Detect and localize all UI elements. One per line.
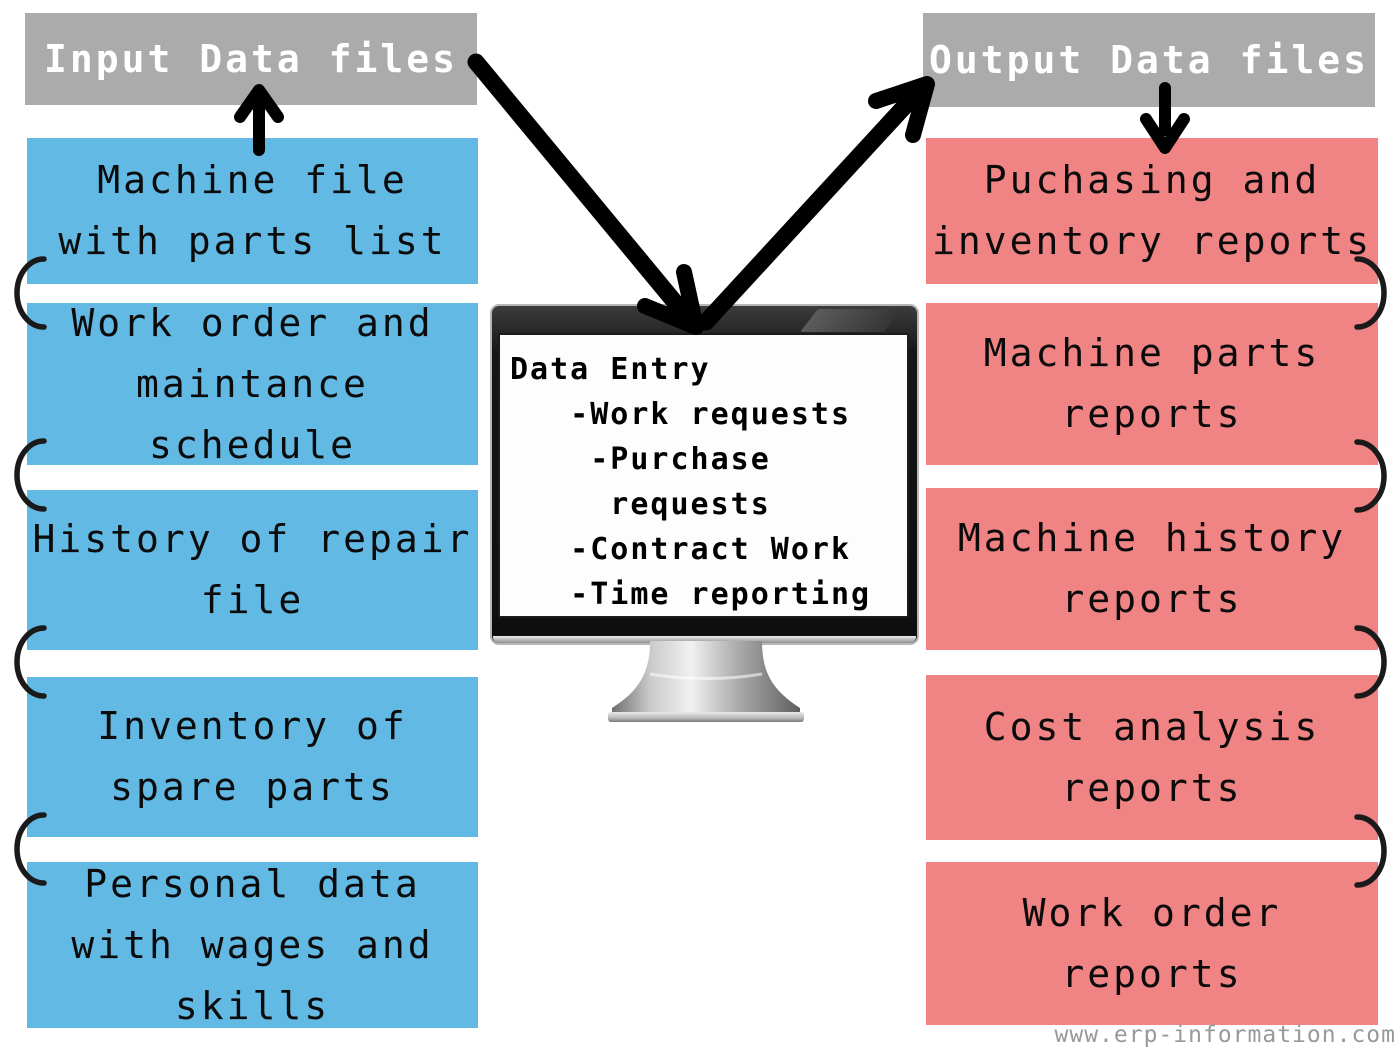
input-data-files-header: Input Data files — [25, 13, 477, 105]
output-box-work-order-reports: Work order reports — [926, 862, 1378, 1025]
left-connector-arc — [14, 256, 47, 330]
output-data-files-header: Output Data files — [923, 13, 1375, 107]
right-connector-arc — [1354, 256, 1387, 330]
input-box-history-of-repair: History of repair file — [27, 490, 478, 650]
system-to-output-arrow — [697, 76, 935, 331]
input-box-machine-file: Machine file with parts list — [27, 138, 478, 284]
output-box-machine-parts-reports: Machine parts reports — [926, 303, 1378, 465]
data-entry-screen-text: Data Entry -Work requests -Purchase requ… — [510, 352, 872, 612]
left-connector-arc — [14, 438, 47, 512]
input-box-inventory-spare-parts: Inventory of spare parts — [27, 677, 478, 837]
input-box-work-order-schedule: Work order and maintance schedule — [27, 301, 478, 467]
input-to-system-arrow — [467, 53, 704, 335]
watermark-url: www.erp-information.com — [1054, 1022, 1396, 1048]
right-connector-arc — [1354, 439, 1387, 513]
output-box-purchasing-inventory-reports: Puchasing and inventory reports — [926, 138, 1378, 284]
right-connector-arc — [1354, 625, 1387, 699]
output-box-cost-analysis-reports: Cost analysis reports — [926, 675, 1378, 840]
input-box-personal-data: Personal data with wages and skills — [27, 862, 478, 1028]
input-files-up-arrow — [234, 84, 284, 156]
monitor-stand — [608, 641, 804, 722]
output-box-machine-history-reports: Machine history reports — [926, 488, 1378, 650]
monitor-screen — [498, 333, 909, 618]
right-connector-arc — [1354, 814, 1387, 888]
left-connector-arc — [14, 812, 47, 886]
left-connector-arc — [14, 625, 47, 699]
output-files-down-arrow — [1140, 82, 1190, 154]
